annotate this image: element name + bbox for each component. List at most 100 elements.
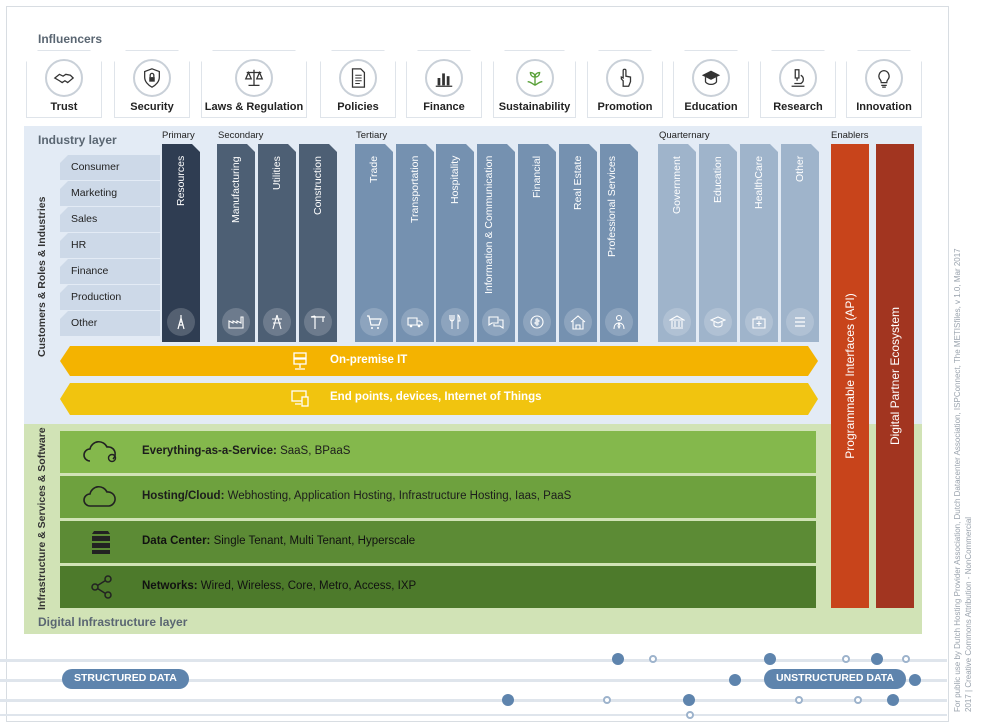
credit-line-1: For public use by Dutch Hosting Provider… bbox=[953, 248, 962, 712]
layer-detail: Wired, Wireless, Core, Metro, Access, IX… bbox=[197, 580, 417, 592]
industry-column-financial: Financial bbox=[518, 144, 556, 342]
chat-bubbles-icon bbox=[482, 308, 510, 336]
menu-lines-icon bbox=[786, 308, 814, 336]
data-node bbox=[612, 653, 624, 665]
on-premise-bar: On-premise IT bbox=[60, 346, 818, 376]
data-node bbox=[502, 694, 514, 706]
layer-data-center: Data Center: Single Tenant, Multi Tenant… bbox=[60, 521, 816, 563]
industry-column-trade: Trade bbox=[355, 144, 393, 342]
data-line bbox=[0, 679, 947, 682]
bar-chart-icon bbox=[433, 67, 455, 89]
infrastructure-layer-title: Digital Infrastructure layer bbox=[38, 615, 188, 629]
power-pylon-icon bbox=[263, 308, 291, 336]
microscope-icon bbox=[787, 67, 809, 89]
influencer-innovation: Innovation bbox=[846, 50, 922, 118]
role-other: Other bbox=[60, 311, 160, 336]
industry-column-other: Other bbox=[781, 144, 819, 342]
data-node bbox=[729, 674, 741, 686]
layer-name: Everything-as-a-Service: bbox=[142, 445, 277, 457]
layer-everything-as-a-service: Everything-as-a-Service: SaaS, BPaaS bbox=[60, 431, 816, 473]
sector-quarternary-label: Quarternary bbox=[659, 130, 710, 141]
person-tie-icon bbox=[605, 308, 633, 336]
industry-column-hospitality: Hospitality bbox=[436, 144, 474, 342]
data-line bbox=[0, 714, 947, 716]
industry-column-manufacturing: Manufacturing bbox=[217, 144, 255, 342]
influencer-laws: Laws & Regulation bbox=[201, 50, 307, 118]
column-label: Manufacturing bbox=[229, 156, 242, 223]
influencer-label: Education bbox=[684, 101, 738, 113]
data-line bbox=[0, 659, 947, 662]
layer-detail: Single Tenant, Multi Tenant, Hyperscale bbox=[210, 535, 416, 547]
endpoints-bar: End points, devices, Internet of Things bbox=[60, 383, 818, 415]
influencer-label: Promotion bbox=[597, 101, 653, 113]
role-finance: Finance bbox=[60, 259, 160, 284]
server-icon bbox=[290, 351, 310, 371]
role-marketing: Marketing bbox=[60, 181, 160, 206]
layer-name: Networks: bbox=[142, 580, 198, 592]
influencer-label: Finance bbox=[423, 101, 465, 113]
influencer-label: Policies bbox=[337, 101, 379, 113]
data-node bbox=[764, 653, 776, 665]
column-label: Real Estate bbox=[571, 156, 584, 211]
column-label: Other bbox=[793, 156, 806, 183]
enabler-ecosystem: Digital Partner Ecosystem bbox=[876, 144, 914, 608]
cloud-gear-icon bbox=[83, 441, 117, 463]
column-label: Information & Communication bbox=[483, 156, 495, 295]
fork-knife-icon bbox=[441, 308, 469, 336]
data-node bbox=[842, 655, 850, 663]
influencer-research: Research bbox=[760, 50, 836, 118]
graduation-cap-icon bbox=[700, 67, 722, 89]
influencer-promotion: Promotion bbox=[587, 50, 663, 118]
handshake-icon bbox=[53, 67, 75, 89]
industry-layer-title: Industry layer bbox=[38, 133, 117, 147]
influencer-policies: Policies bbox=[320, 50, 396, 118]
data-node bbox=[909, 674, 921, 686]
industry-column-information-communication: Information & Communication bbox=[477, 144, 515, 342]
industry-column-professional-services: Professional Services bbox=[600, 144, 638, 342]
layer-name: Data Center: bbox=[142, 535, 211, 547]
credit-line-2: 2017 | Creative Commons Attribution - No… bbox=[964, 516, 973, 712]
sector-primary-label: Primary bbox=[162, 130, 195, 141]
column-label: HealthCare bbox=[752, 156, 765, 210]
column-label: Financial bbox=[530, 156, 543, 199]
influencer-trust: Trust bbox=[26, 50, 102, 118]
data-node bbox=[649, 655, 657, 663]
industry-column-government: Government bbox=[658, 144, 696, 342]
sector-tertiary-label: Tertiary bbox=[356, 130, 388, 141]
endpoints-label: End points, devices, Internet of Things bbox=[330, 391, 542, 403]
credit-text: For public use by Dutch Hosting Provider… bbox=[952, 192, 974, 712]
layer-hosting-cloud: Hosting/Cloud: Webhosting, Application H… bbox=[60, 476, 816, 518]
industry-column-real-estate: Real Estate bbox=[559, 144, 597, 342]
influencer-education: Education bbox=[673, 50, 749, 118]
data-node bbox=[683, 694, 695, 706]
column-label: Trade bbox=[367, 156, 380, 184]
role-production: Production bbox=[60, 285, 160, 310]
factory-icon bbox=[222, 308, 250, 336]
enablers-label: Enablers bbox=[831, 130, 869, 141]
column-label: Construction bbox=[311, 156, 324, 215]
document-icon bbox=[347, 67, 369, 89]
pointer-hand-icon bbox=[614, 67, 636, 89]
unstructured-data-pill: UNSTRUCTURED DATA bbox=[764, 669, 907, 689]
column-label: Professional Services bbox=[606, 156, 618, 257]
industry-column-construction: Construction bbox=[299, 144, 337, 342]
data-node bbox=[871, 653, 883, 665]
influencer-sustainability: Sustainability bbox=[493, 50, 576, 118]
truck-icon bbox=[401, 308, 429, 336]
role-sales: Sales bbox=[60, 207, 160, 232]
network-share-icon bbox=[91, 575, 112, 599]
oil-rig-icon bbox=[167, 308, 195, 336]
enabler-api: Programmable Interfaces (API) bbox=[831, 144, 869, 608]
layer-detail: Webhosting, Application Hosting, Infrast… bbox=[224, 490, 572, 502]
graduation-cap-icon bbox=[704, 308, 732, 336]
data-node bbox=[902, 655, 910, 663]
column-label: Utilities bbox=[270, 156, 283, 190]
influencer-label: Research bbox=[773, 101, 823, 113]
coin-icon bbox=[523, 308, 551, 336]
role-consumer: Consumer bbox=[60, 155, 160, 180]
influencer-label: Sustainability bbox=[498, 101, 571, 113]
industry-column-healthcare: HealthCare bbox=[740, 144, 778, 342]
server-stack-icon bbox=[92, 531, 110, 554]
sprout-icon bbox=[524, 67, 546, 89]
influencer-label: Innovation bbox=[856, 101, 912, 113]
